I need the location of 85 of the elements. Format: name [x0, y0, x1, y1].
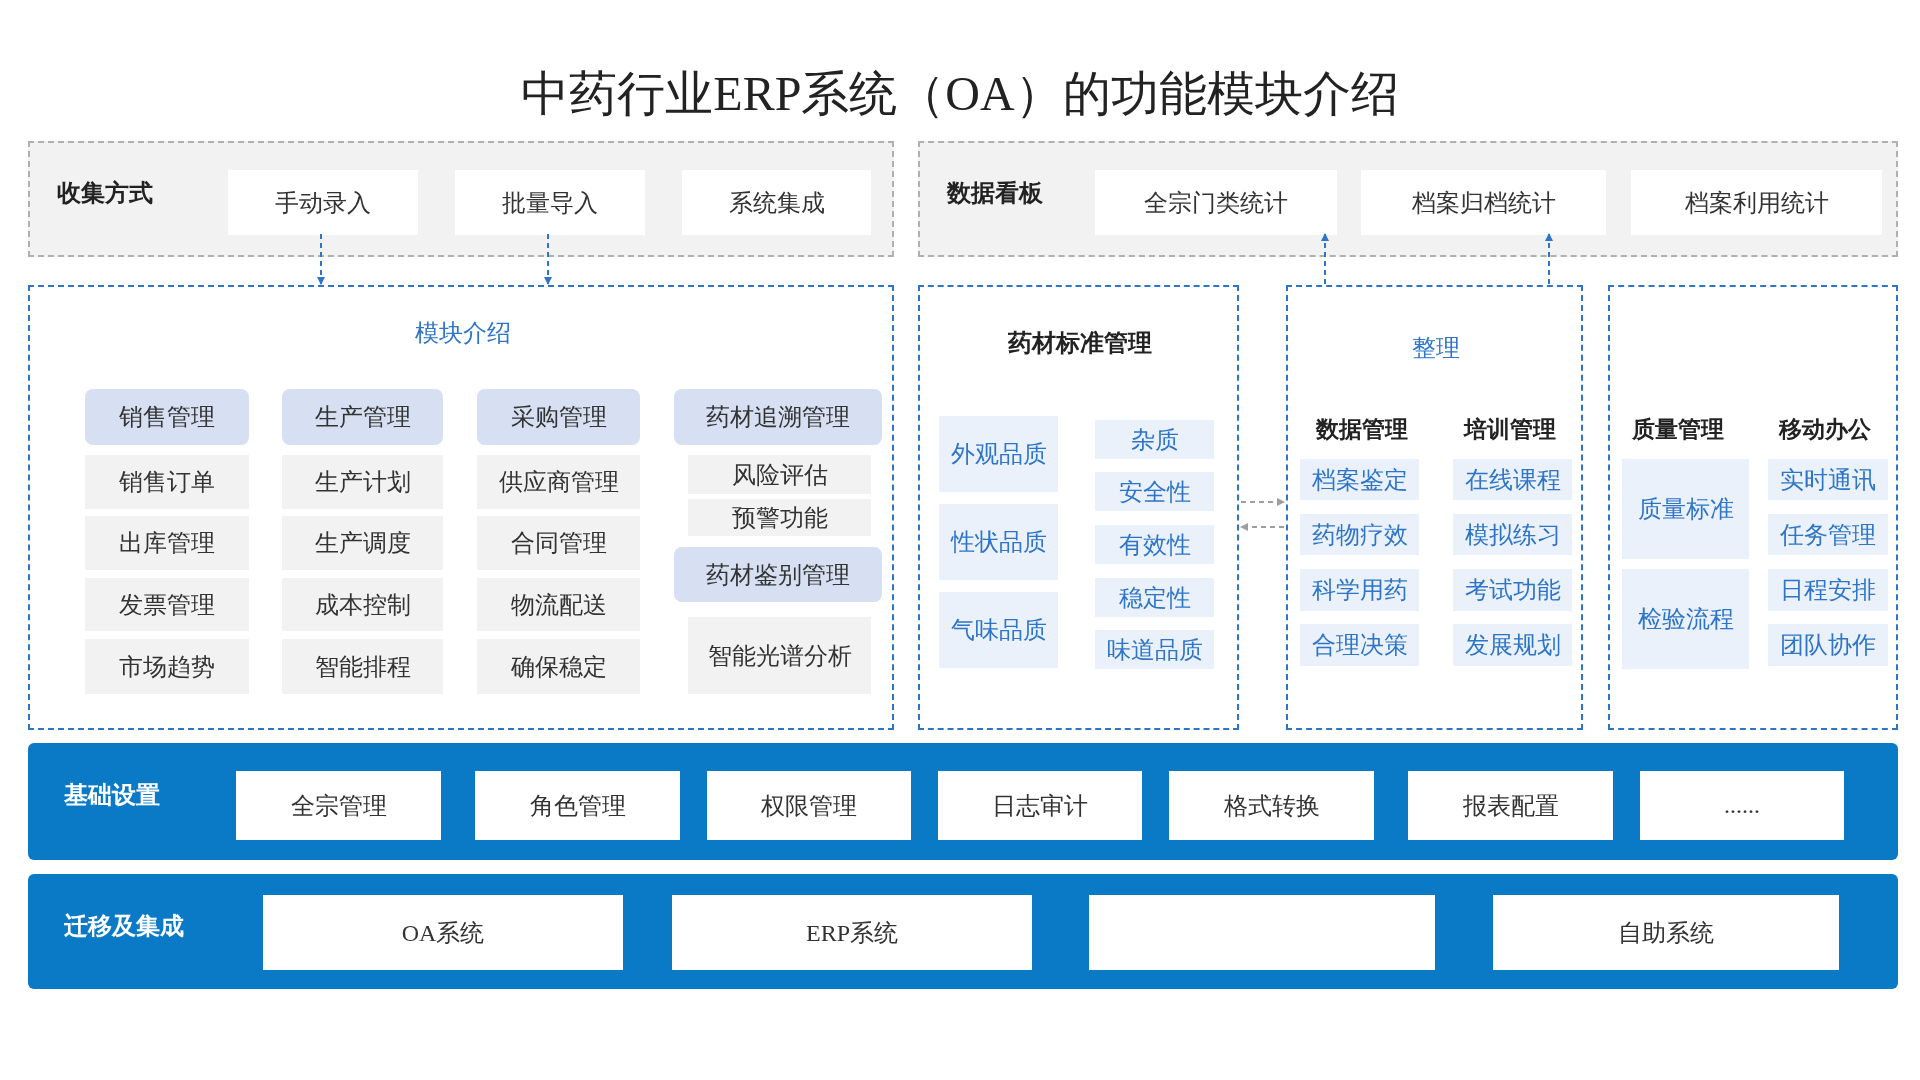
feature-box: ERP系统 [672, 895, 1032, 970]
feature-tag: 气味品质 [939, 592, 1058, 668]
diagram-title: 中药行业ERP系统（OA）的功能模块介绍 [520, 66, 1400, 122]
feature-cell: 销售订单 [85, 455, 249, 509]
feature-cell: 供应商管理 [477, 455, 640, 509]
feature-tag: 检验流程 [1622, 569, 1749, 669]
feature-tag: 稳定性 [1095, 578, 1214, 617]
panel-title: 模块介绍 [415, 319, 511, 348]
feature-box: 全宗管理 [236, 771, 441, 840]
feature-tag: 安全性 [1095, 472, 1214, 511]
dashed-panel [1608, 285, 1898, 730]
column-heading: 培训管理 [1464, 416, 1556, 444]
dashed-panel [28, 285, 894, 730]
feature-box: 权限管理 [707, 771, 911, 840]
feature-cell: 风险评估 [688, 455, 871, 494]
dashed-panel [918, 141, 1898, 257]
panel-title: 整理 [1412, 334, 1460, 363]
feature-tag: 外观品质 [939, 416, 1058, 492]
feature-cell: 智能排程 [282, 639, 443, 694]
panel-title: 基础设置 [64, 781, 160, 810]
feature-box: 格式转换 [1169, 771, 1374, 840]
feature-tag: 发展规划 [1453, 624, 1572, 666]
panel-title: 数据看板 [947, 179, 1043, 208]
panel-title: 药材标准管理 [1008, 329, 1152, 358]
feature-box: 系统集成 [682, 170, 871, 235]
feature-tag: 实时通讯 [1768, 459, 1888, 500]
column-heading: 质量管理 [1632, 416, 1724, 444]
feature-cell: 生产调度 [282, 516, 443, 570]
feature-box: 报表配置 [1408, 771, 1613, 840]
category-header: 药材鉴别管理 [674, 547, 882, 602]
dashed-panel [1286, 285, 1583, 730]
arrow [1545, 233, 1553, 285]
feature-box: ...... [1640, 771, 1844, 840]
feature-cell: 成本控制 [282, 578, 443, 631]
feature-box: 档案归档统计 [1361, 170, 1606, 235]
feature-tag: 合理决策 [1300, 624, 1419, 666]
feature-cell: 合同管理 [477, 516, 640, 570]
category-header: 生产管理 [282, 389, 443, 445]
feature-tag: 模拟练习 [1453, 514, 1572, 555]
arrow [544, 233, 552, 285]
feature-cell: 市场趋势 [85, 639, 249, 694]
feature-cell: 智能光谱分析 [688, 617, 871, 694]
panel-title: 迁移及集成 [64, 912, 184, 941]
section-band [28, 874, 1898, 989]
feature-tag: 性状品质 [939, 504, 1058, 580]
feature-tag: 任务管理 [1768, 514, 1888, 555]
feature-cell: 物流配送 [477, 578, 640, 631]
feature-tag: 考试功能 [1453, 569, 1572, 611]
feature-cell: 发票管理 [85, 578, 249, 631]
category-header: 销售管理 [85, 389, 249, 445]
feature-tag: 档案鉴定 [1300, 459, 1419, 500]
feature-tag: 质量标准 [1622, 459, 1749, 559]
feature-tag: 在线课程 [1453, 459, 1572, 500]
category-header: 药材追溯管理 [674, 389, 882, 445]
blank-box [1089, 895, 1435, 970]
feature-tag: 有效性 [1095, 525, 1214, 564]
feature-box: 日志审计 [938, 771, 1142, 840]
category-header: 采购管理 [477, 389, 640, 445]
column-heading: 数据管理 [1316, 416, 1408, 444]
feature-tag: 药物疗效 [1300, 514, 1419, 555]
feature-tag: 日程安排 [1768, 569, 1888, 611]
feature-tag: 杂质 [1095, 420, 1214, 459]
dashed-panel [918, 285, 1239, 730]
feature-tag: 科学用药 [1300, 569, 1419, 611]
panel-title: 收集方式 [57, 179, 153, 208]
section-band [28, 743, 1898, 860]
feature-box: 手动录入 [228, 170, 418, 235]
arrow [1240, 523, 1285, 531]
feature-tag: 味道品质 [1095, 630, 1214, 669]
feature-box: 批量导入 [455, 170, 645, 235]
feature-tag: 团队协作 [1768, 624, 1888, 666]
arrow [317, 233, 325, 285]
feature-box: 档案利用统计 [1631, 170, 1882, 235]
feature-cell: 确保稳定 [477, 639, 640, 694]
feature-box: 全宗门类统计 [1095, 170, 1337, 235]
column-heading: 移动办公 [1779, 416, 1871, 444]
feature-cell: 预警功能 [688, 499, 871, 536]
feature-box: OA系统 [263, 895, 623, 970]
arrow [1240, 498, 1285, 506]
feature-box: 自助系统 [1493, 895, 1839, 970]
feature-box: 角色管理 [475, 771, 680, 840]
dashed-panel [28, 141, 894, 257]
feature-cell: 生产计划 [282, 455, 443, 509]
arrow [1321, 233, 1329, 285]
feature-cell: 出库管理 [85, 516, 249, 570]
